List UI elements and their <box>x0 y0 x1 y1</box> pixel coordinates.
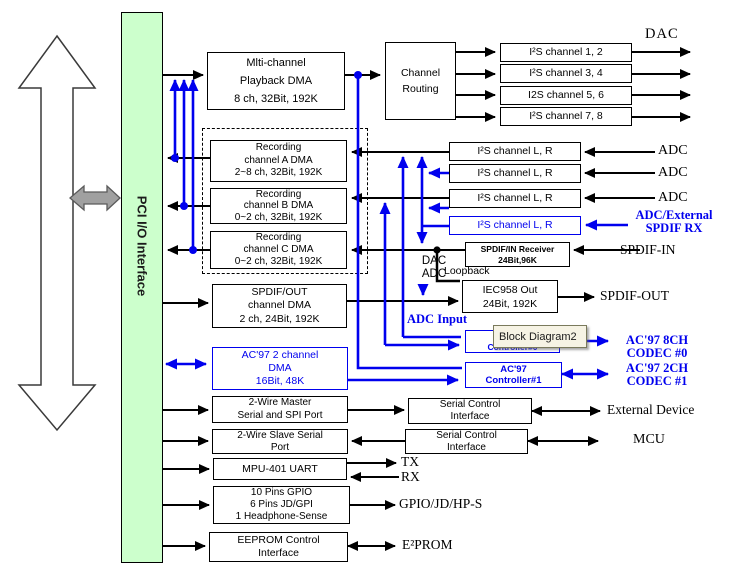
spdif-in-receiver-box: SPDIF/IN Receiver 24Bit,96K <box>465 242 570 267</box>
i2s-in-4-box: I²S channel L, R <box>449 216 581 235</box>
adc-external-spdif-rx-label: ADC/External SPDIF RX <box>635 208 713 235</box>
i2s-in-3-box: I²S channel L, R <box>449 189 581 208</box>
spdif-out-dma-box: SPDIF/OUT channel DMA 2 ch, 24Bit, 192K <box>212 284 347 328</box>
recording-c-dma-box: Recording channel C DMA 0~2 ch, 32Bit, 1… <box>210 231 347 269</box>
loopback-label: Loopback <box>444 265 490 277</box>
ac97-dma-box: AC'97 2 channel DMA 16Bit, 48K <box>212 347 348 390</box>
i2s-out-3-4-box: I²S channel 3, 4 <box>500 64 632 83</box>
mpu401-uart-box: MPU-401 UART <box>213 458 347 480</box>
gpio-box: 10 Pins GPIO 6 Pins JD/GPI 1 Headphone-S… <box>213 486 350 524</box>
i2s-out-5-6-box: I2S channel 5, 6 <box>500 86 632 105</box>
pci-bus-label: PCI Bus <box>48 179 66 237</box>
eeprom-interface-box: EEPROM Control Interface <box>209 532 348 562</box>
pci-link-arrow <box>69 184 121 212</box>
spdif-out-label: SPDIF-OUT <box>600 288 670 303</box>
rx-label: RX <box>401 469 420 484</box>
pci-io-interface-label: PCI I/O Interface <box>134 195 150 297</box>
tx-label: TX <box>401 454 419 469</box>
two-wire-master-box: 2-Wire Master Serial and SPI Port <box>212 396 348 423</box>
i2s-in-1-box: I²S channel L, R <box>449 142 581 161</box>
i2s-out-7-8-box: I²S channel 7, 8 <box>500 107 632 126</box>
pci-io-interface-bar <box>121 12 163 563</box>
codec1-label: AC'97 2CH CODEC #1 <box>625 361 689 388</box>
recording-b-dma-box: Recording channel B DMA 0~2 ch, 32Bit, 1… <box>210 188 347 224</box>
adc-label-1: ADC <box>658 143 688 158</box>
playback-dma-box: Mlti-channel Playback DMA 8 ch, 32Bit, 1… <box>207 52 345 110</box>
i2s-out-1-2-box: I²S channel 1, 2 <box>500 43 632 62</box>
iec958-out-box: IEC958 Out 24Bit, 192K <box>462 280 558 313</box>
dac-label: DAC <box>645 26 679 42</box>
channel-routing-box: Channel Routing <box>385 42 456 120</box>
recording-a-dma-box: Recording channel A DMA 2~8 ch, 32Bit, 1… <box>210 140 347 182</box>
block-diagram2-tooltip: Block Diagram2 <box>493 325 587 348</box>
e2prom-label: E²PROM <box>402 537 453 552</box>
i2s-in-2-box: I²S channel L, R <box>449 164 581 183</box>
serial-control-interface1-box: Serial Control Interface <box>408 398 532 424</box>
adc-label-2: ADC <box>658 165 688 180</box>
adc-input-label: ADC Input <box>407 312 468 326</box>
two-wire-slave-box: 2-Wire Slave Serial Port <box>212 429 348 454</box>
gpio-jd-hps-label: GPIO/JD/HP-S <box>399 496 483 511</box>
adc-label-3: ADC <box>658 190 688 205</box>
mcu-label: MCU <box>633 432 665 447</box>
ac97-controller1-box: AC'97 Controller#1 <box>465 362 562 388</box>
spdif-in-label: SPDIF-IN <box>620 242 676 257</box>
external-device-label: External Device <box>607 402 695 417</box>
codec0-label: AC'97 8CH CODEC #0 <box>625 333 689 360</box>
serial-control-interface2-box: Serial Control Interface <box>405 429 528 454</box>
